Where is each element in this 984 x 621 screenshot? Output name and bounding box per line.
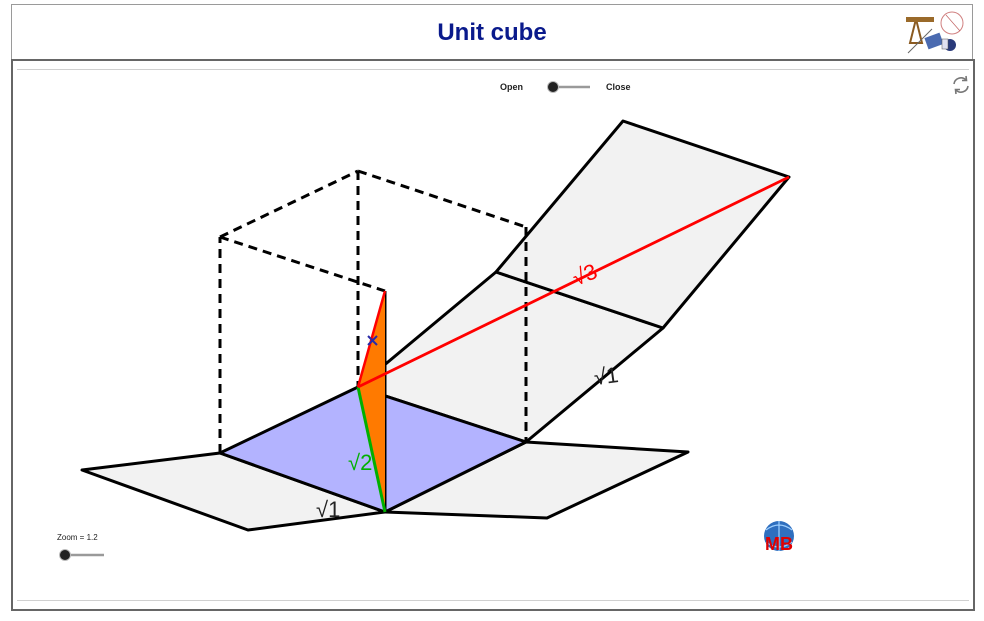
zoom-slider[interactable]	[56, 547, 108, 563]
center-marker	[367, 335, 378, 346]
close-label: Close	[606, 82, 631, 92]
page-title: Unit cube	[437, 19, 547, 46]
orange-triangle	[358, 291, 385, 512]
dashed-cube-edges	[218, 169, 528, 453]
logo-badge-text: MB	[765, 534, 793, 554]
zoom-label: Zoom = 1.2	[57, 533, 98, 542]
frame-divider-top	[17, 69, 969, 70]
geometry-tools-logo-icon	[902, 9, 966, 57]
sqrt2-diagonal	[356, 386, 387, 513]
title-bar: Unit cube	[11, 4, 973, 60]
sqrt2-label: √2	[348, 450, 372, 475]
open-close-slider[interactable]	[544, 80, 594, 96]
globe-logo-icon: MB	[764, 521, 794, 554]
refresh-icon[interactable]	[950, 74, 972, 96]
sqrt1-label-bottom: √1	[316, 497, 340, 522]
open-label: Open	[500, 82, 524, 92]
slider-knob[interactable]	[547, 81, 559, 93]
sqrt1-label-right: √1	[592, 362, 620, 390]
zoom-slider-knob[interactable]	[59, 549, 71, 561]
sqrt3-diagonal	[357, 175, 790, 389]
frame-divider-bottom	[17, 600, 969, 601]
